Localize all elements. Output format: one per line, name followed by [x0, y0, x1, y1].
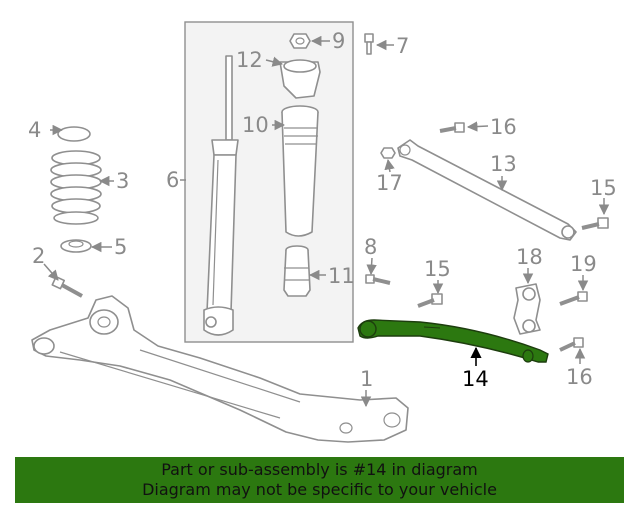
- callout-9: 9: [332, 29, 345, 53]
- bolt-15-upper-part[interactable]: [581, 217, 609, 230]
- callout-16-lower: 16: [566, 365, 593, 389]
- callout-15-upper: 15: [590, 176, 617, 200]
- callout-12: 12: [236, 48, 263, 72]
- callout-8: 8: [364, 235, 377, 259]
- bolt-7-part[interactable]: [364, 33, 374, 55]
- callout-15-lower: 15: [424, 257, 451, 281]
- link-18-part[interactable]: [513, 283, 541, 335]
- banner-line-2: Diagram may not be specific to your vehi…: [142, 480, 497, 499]
- callout-10: 10: [242, 113, 269, 137]
- callout-13: 13: [490, 152, 517, 176]
- bump-stop-part[interactable]: [283, 245, 311, 297]
- callout-17: 17: [376, 171, 403, 195]
- callout-4: 4: [28, 118, 41, 142]
- callout-19: 19: [570, 252, 597, 276]
- info-banner: Part or sub-assembly is #14 in diagram D…: [15, 457, 624, 503]
- callout-2: 2: [32, 244, 45, 268]
- callout-6: 6: [166, 168, 179, 192]
- track-bar-part[interactable]: [397, 139, 577, 241]
- bolt-16-upper-part[interactable]: [439, 122, 465, 133]
- highlighted-part-14[interactable]: [357, 319, 549, 363]
- bolt-8-part[interactable]: [365, 274, 391, 285]
- nut-part[interactable]: [289, 33, 311, 49]
- callout-3: 3: [116, 169, 129, 193]
- axle-beam-part[interactable]: [31, 295, 409, 443]
- upper-mount-part[interactable]: [279, 59, 321, 99]
- callout-5: 5: [114, 235, 127, 259]
- bolt-16-lower-part[interactable]: [559, 337, 584, 352]
- coil-spring-part[interactable]: [50, 150, 102, 225]
- callout-14: 14: [462, 367, 489, 391]
- nut-17-part[interactable]: [380, 147, 396, 159]
- callout-1: 1: [360, 367, 373, 391]
- spring-seat-lower-part[interactable]: [60, 239, 92, 253]
- shock-absorber-part[interactable]: [203, 55, 239, 336]
- bolt-15-lower-part[interactable]: [417, 293, 443, 308]
- banner-line-1: Part or sub-assembly is #14 in diagram: [161, 460, 478, 479]
- callout-16-upper: 16: [490, 115, 517, 139]
- callout-18: 18: [516, 245, 543, 269]
- spring-seat-upper-part[interactable]: [57, 126, 91, 142]
- callout-11: 11: [328, 264, 355, 288]
- parts-diagram: 1 2 3 4 5 6 7 8 9 10 11 12 13 14 15 15 1…: [28, 21, 617, 443]
- leader-lines: [43, 35, 610, 408]
- bolt-19-part[interactable]: [559, 291, 588, 306]
- dust-boot-part[interactable]: [281, 105, 319, 237]
- callout-7: 7: [396, 34, 409, 58]
